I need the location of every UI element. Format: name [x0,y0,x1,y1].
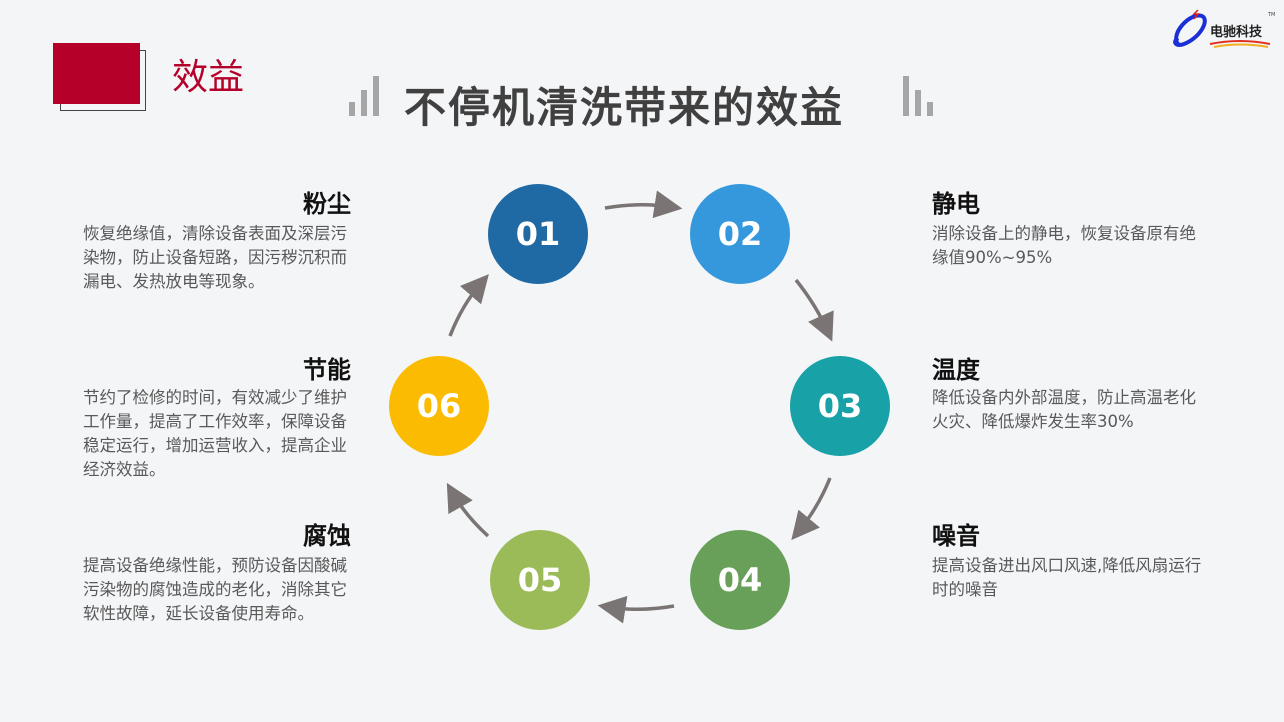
text-corrosion: 提高设备绝缘性能，预防设备因酸碱污染物的腐蚀造成的老化，消除其它软性故障，延长设… [83,556,347,623]
step-number: 06 [416,387,462,425]
title-bars-left-icon [349,76,379,116]
step-number: 05 [517,561,563,599]
arrow-06-01 [448,274,489,337]
heading-temperature: 温度 [932,356,980,384]
text-temperature: 降低设备内外部温度，防止高温老化火灾、降低爆炸发生率30% [932,388,1196,431]
title-bars-right-icon [903,76,933,116]
step-number: 01 [515,215,561,253]
text-dust: 恢复绝缘值，清除设备表面及深层污染物，防止设备短路，因污秽沉积而漏电、发热放电等… [83,224,347,291]
text-static: 消除设备上的静电，恢复设备原有绝缘值90%~95% [932,224,1196,267]
step-circle-01: 01 [488,184,588,284]
step-circle-04: 04 [690,530,790,630]
step-number: 03 [817,387,863,425]
step-number: 04 [717,561,763,599]
arrow-03-04 [791,477,832,541]
text-noise: 提高设备进出风口风速,降低风扇运行时的噪音 [932,556,1202,599]
svg-text:TM: TM [1267,12,1275,18]
heading-static: 静电 [932,190,980,218]
arrow-04-05 [597,595,675,624]
company-logo: 电驰科技 TM [1170,4,1276,54]
arrow-05-06 [446,482,490,538]
svg-text:电驰科技: 电驰科技 [1210,24,1263,40]
step-circle-03: 03 [790,356,890,456]
step-circle-05: 05 [490,530,590,630]
step-circle-06: 06 [389,356,489,456]
heading-corrosion: 腐蚀 [303,522,351,550]
heading-dust: 粉尘 [303,190,351,218]
arrow-01-02 [604,190,683,219]
section-title: 效益 [172,57,245,98]
section-box [53,43,140,104]
heading-energy: 节能 [303,356,351,384]
heading-noise: 噪音 [932,522,980,550]
text-energy: 节约了检修的时间，有效减少了维护工作量，提高了工作效率，保障设备稳定运行，增加运… [83,388,347,479]
arrow-02-03 [794,278,834,342]
page-title: 不停机清洗带来的效益 [404,83,845,132]
step-circle-02: 02 [690,184,790,284]
step-number: 02 [717,215,763,253]
